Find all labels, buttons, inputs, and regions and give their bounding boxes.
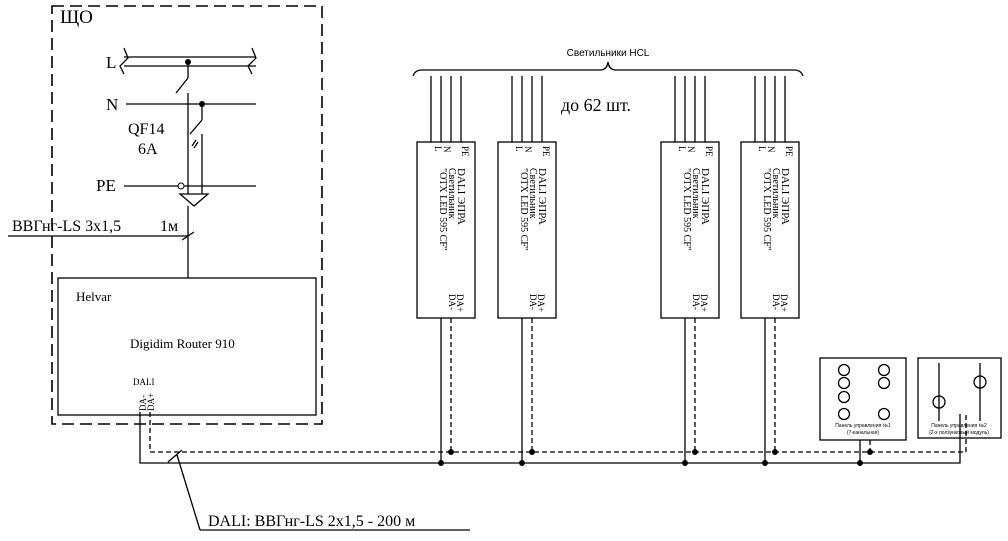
panel-button-icon <box>837 390 851 404</box>
luminaire-terminal-label: DA- <box>691 294 701 310</box>
router-brand: Helvar <box>76 289 112 304</box>
luminaire-terminal-label: PE <box>460 146 470 157</box>
luminaire-junction <box>529 449 535 455</box>
control-panel-2 <box>917 357 1002 439</box>
panel-label: Панель управления №1 <box>835 423 891 429</box>
luminaire-junction <box>519 460 525 466</box>
luminaire-terminal-label: L <box>757 146 767 152</box>
router-model: Digidim Router 910 <box>130 336 235 351</box>
luminaire-text-line: DALI ЭПРА <box>536 168 548 225</box>
luminaire-junction <box>772 449 778 455</box>
luminaire-terminal-label: L <box>677 146 687 152</box>
junction-dot-l <box>185 59 191 65</box>
luminaire-terminal-label: L <box>433 146 443 152</box>
luminaire-terminal-label: DA- <box>771 294 781 310</box>
luminaire-terminal-label: PE <box>541 146 551 157</box>
luminaire-terminal-label: N <box>523 146 533 153</box>
luminaire-text-line: Светильник <box>446 168 457 219</box>
feed-length-label: 1м <box>160 218 178 235</box>
luminaire-text-line: DALI ЭПРА <box>699 168 711 225</box>
luminaire-junction <box>438 460 444 466</box>
router-port: DALI <box>133 377 155 387</box>
group-brace <box>412 61 804 77</box>
breaker-name: QF14 <box>128 121 164 138</box>
dali-trunk-solid <box>139 412 961 464</box>
control-panel-box <box>917 357 1002 439</box>
panel-sublabel: (7-канальная) <box>847 430 880 436</box>
panel-junction <box>867 449 873 455</box>
feed-cable-label: ВВГнг-LS 3х1,5 <box>12 218 121 235</box>
luminaire-text-line: Светильник <box>770 168 781 219</box>
luminaire-box <box>497 141 557 319</box>
luminaire-terminal-label: N <box>442 146 452 153</box>
luminaire-terminal-label: N <box>686 146 696 153</box>
luminaire-text-line: DALI ЭПРА <box>455 168 467 225</box>
luminaire-terminal-label: DA+ <box>779 294 789 312</box>
luminaire-terminal-label: PE <box>784 146 794 157</box>
panel-button-icon <box>877 363 891 377</box>
junction-dot-n <box>199 101 205 107</box>
label-n: N <box>106 95 118 114</box>
label-l: L <box>106 53 116 72</box>
junction-dot-pe <box>177 182 185 190</box>
luminaire-junction <box>762 460 768 466</box>
luminaire-terminal-label: DA+ <box>536 294 546 312</box>
luminaire-box <box>416 141 476 319</box>
cabinet-border <box>51 5 323 425</box>
slider-knob-icon <box>932 395 946 409</box>
slider-knob-icon <box>973 375 987 389</box>
luminaire-box <box>740 141 800 319</box>
panel-button-icon <box>837 407 851 421</box>
group-count: до 62 шт. <box>561 95 631 115</box>
label-pe: PE <box>96 176 116 195</box>
luminaire-text-line: Светильник <box>527 168 538 219</box>
luminaire-junction <box>682 460 688 466</box>
luminaire-terminal-label: DA+ <box>455 294 465 312</box>
cabinet-label: ЩО <box>60 7 93 28</box>
luminaire-terminal-label: DA- <box>528 294 538 310</box>
dali-trunk-dashed <box>149 412 967 453</box>
luminaire-junction <box>448 449 454 455</box>
group-title: Светильники HCL <box>567 48 650 59</box>
panel-button-icon <box>837 363 851 377</box>
luminaire-text-line: "OTX LED 595 CF" <box>681 168 692 251</box>
dali-cable-label: DALI: ВВГнг-LS 2х1,5 - 200 м <box>208 513 415 530</box>
panel-junction <box>857 460 863 466</box>
luminaire-text-line: "OTX LED 595 CF" <box>518 168 529 251</box>
luminaire-text-line: "OTX LED 595 CF" <box>761 168 772 251</box>
l-bus <box>119 47 257 75</box>
router-pin-plus: DA+ <box>146 393 156 411</box>
luminaire-box <box>660 141 720 319</box>
panel-sublabel: (2-х ползунковый модуль) <box>929 429 989 436</box>
router-box <box>57 277 317 416</box>
panel-button-icon <box>837 376 851 390</box>
panel-label: Панель управления №2 <box>931 423 987 429</box>
control-panel-box <box>819 357 907 441</box>
dali-leader-tick <box>167 449 183 463</box>
dali-leader-line <box>176 454 201 531</box>
luminaire-terminal-label: L <box>514 146 524 152</box>
breaker-rating: 6А <box>138 141 158 158</box>
luminaire-junction <box>692 449 698 455</box>
control-panel-1 <box>819 357 907 466</box>
luminaire-terminal-label: DA- <box>447 294 457 310</box>
luminaire-terminal-label: N <box>766 146 776 153</box>
luminaire-terminal-label: PE <box>704 146 714 157</box>
panel-button-icon <box>877 376 891 390</box>
luminaire-text-line: "OTX LED 595 CF" <box>437 168 448 251</box>
luminaire-text-line: DALI ЭПРА <box>779 168 791 225</box>
router-pin-minus: DA- <box>138 395 148 411</box>
breaker-wiring <box>175 62 210 278</box>
luminaire-text-line: Светильник <box>690 168 701 219</box>
luminaire-terminal-label: DA+ <box>699 294 709 312</box>
panel-button-icon <box>877 407 891 421</box>
